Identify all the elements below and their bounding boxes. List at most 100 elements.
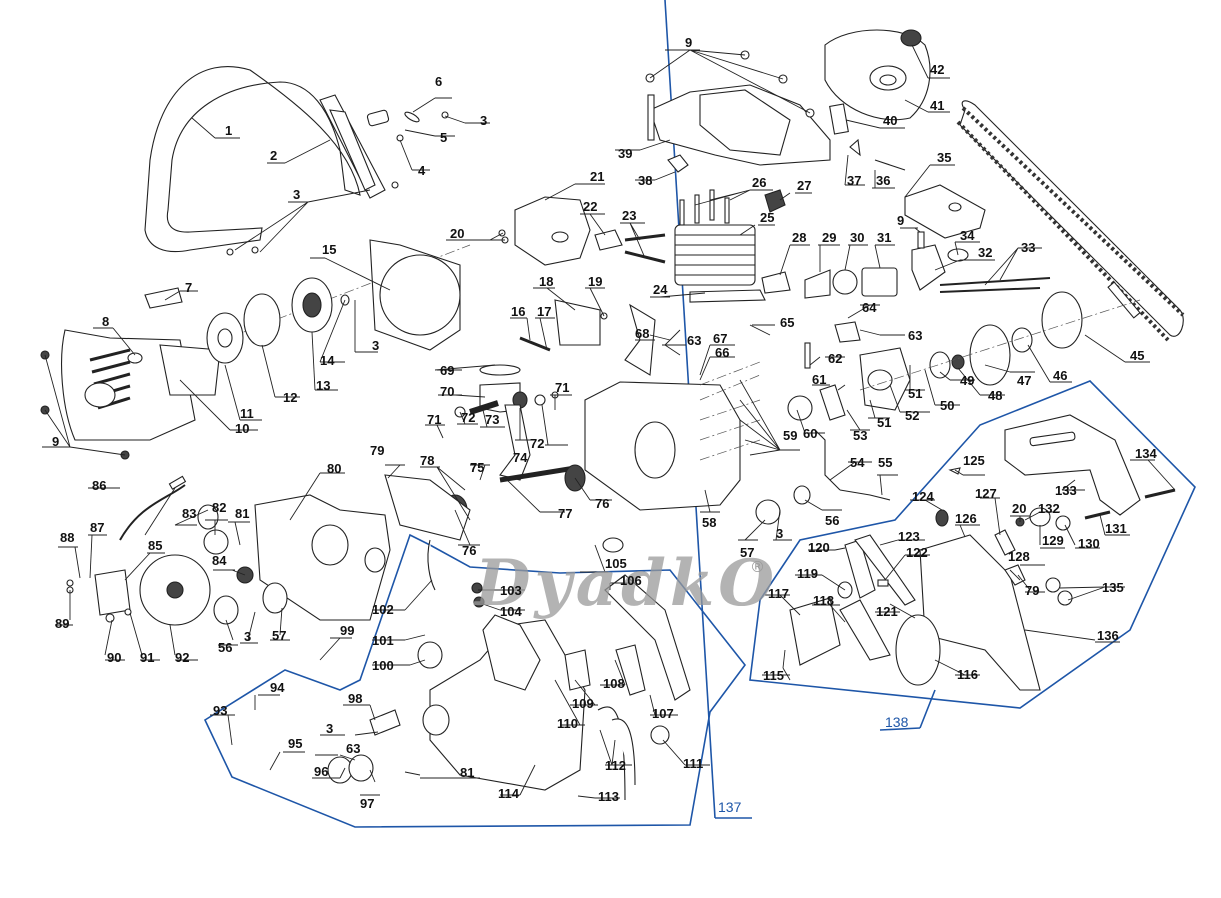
fan-housing: [369, 239, 461, 351]
part-label: 87: [90, 520, 104, 535]
part-label: 130: [1078, 536, 1100, 551]
part-label: 103: [500, 583, 522, 598]
part-label: 64: [862, 300, 877, 315]
group-label-138: 138: [885, 714, 909, 730]
part-label: 76: [462, 543, 476, 558]
part-label: 105: [605, 556, 627, 571]
filter-cover: [824, 29, 931, 121]
part-label: 2: [270, 148, 277, 163]
part-label: 4: [418, 163, 426, 178]
part-labels: 1 2 3 3 3 3 3 3 4 5 6 7 8 9 9 9 10 11 12…: [52, 35, 1157, 811]
part-label: 20: [450, 226, 464, 241]
part-label: 120: [808, 540, 830, 555]
part-label: 53: [853, 428, 867, 443]
group-138-border: [749, 380, 1196, 709]
part-label: 99: [340, 623, 354, 638]
part-label: 16: [511, 304, 525, 319]
part-label: 82: [212, 500, 226, 515]
part-label: 19: [588, 274, 602, 289]
part-label: 126: [955, 511, 977, 526]
part-label: 36: [876, 173, 890, 188]
part-label: 72: [461, 410, 475, 425]
part-label: 63: [346, 741, 360, 756]
part-label: 8: [102, 314, 109, 329]
part-label: 6: [435, 74, 442, 89]
part-label: 37: [847, 173, 861, 188]
part-label: 23: [622, 208, 636, 223]
part-label: 79: [1025, 583, 1039, 598]
part-label: 54: [850, 455, 865, 470]
part-label: 58: [702, 515, 716, 530]
starter-discs: [206, 244, 471, 364]
part-label: 3: [372, 338, 379, 353]
part-label: 1: [225, 123, 232, 138]
part-label: 45: [1130, 348, 1144, 363]
part-label: 95: [288, 736, 302, 751]
part-label: 72: [530, 436, 544, 451]
part-label: 74: [513, 450, 528, 465]
part-label: 56: [218, 640, 232, 655]
part-label: 32: [978, 245, 992, 260]
part-label: 14: [320, 353, 335, 368]
part-label: 26: [752, 175, 766, 190]
part-label: 98: [348, 691, 362, 706]
part-label: 84: [212, 553, 227, 568]
part-label: 79: [370, 443, 384, 458]
part-label: 31: [877, 230, 891, 245]
chain-tensioner: [519, 299, 608, 352]
part-label: 118: [813, 593, 834, 608]
part-label: 56: [825, 513, 839, 528]
part-label: 77: [558, 506, 572, 521]
part-label: 86: [92, 478, 106, 493]
part-label: 75: [470, 460, 484, 475]
part-label: 78: [420, 453, 434, 468]
part-label: 108: [603, 676, 625, 691]
part-label: 102: [372, 602, 394, 617]
part-label: 60: [803, 426, 817, 441]
part-label: 135: [1102, 580, 1124, 595]
part-label: 40: [883, 113, 897, 128]
part-label: 127: [975, 486, 997, 501]
part-label: 71: [427, 412, 441, 427]
part-label: 13: [316, 378, 330, 393]
part-label: 128: [1008, 549, 1030, 564]
part-label: 3: [244, 629, 251, 644]
part-label: 116: [957, 667, 978, 682]
part-label: 66: [715, 345, 729, 360]
part-label: 51: [877, 415, 891, 430]
part-label: 89: [55, 616, 69, 631]
part-label: 124: [912, 489, 934, 504]
leader-lines: [42, 44, 1176, 799]
part-label: 5: [440, 130, 447, 145]
ignition-flywheel: [66, 475, 288, 626]
part-label: 9: [685, 35, 692, 50]
part-label: 121: [876, 604, 898, 619]
part-label: 20: [1012, 501, 1026, 516]
part-label: 49: [960, 373, 974, 388]
part-label: 97: [360, 796, 374, 811]
part-label: 47: [1017, 373, 1031, 388]
watermark: DyadkO: [473, 546, 778, 621]
part-label: 109: [572, 696, 594, 711]
part-label: 22: [583, 199, 597, 214]
part-label: 38: [638, 173, 652, 188]
part-label: 63: [687, 333, 701, 348]
part-label: 83: [182, 506, 196, 521]
top-cover: [645, 50, 906, 173]
part-label: 106: [620, 573, 642, 588]
starter-cover: [40, 287, 221, 460]
part-label: 11: [240, 406, 254, 421]
part-label: 112: [605, 758, 626, 773]
part-label: 111: [683, 756, 703, 771]
part-label: 131: [1105, 521, 1127, 536]
part-label: 125: [963, 453, 985, 468]
part-label: 52: [905, 408, 919, 423]
part-label: 92: [175, 650, 189, 665]
part-label: 30: [850, 230, 864, 245]
handle-spring-parts: [226, 109, 449, 256]
crankcase-half: [254, 474, 471, 621]
part-label: 59: [783, 428, 797, 443]
part-label: 7: [185, 280, 192, 295]
part-label: 101: [372, 633, 394, 648]
